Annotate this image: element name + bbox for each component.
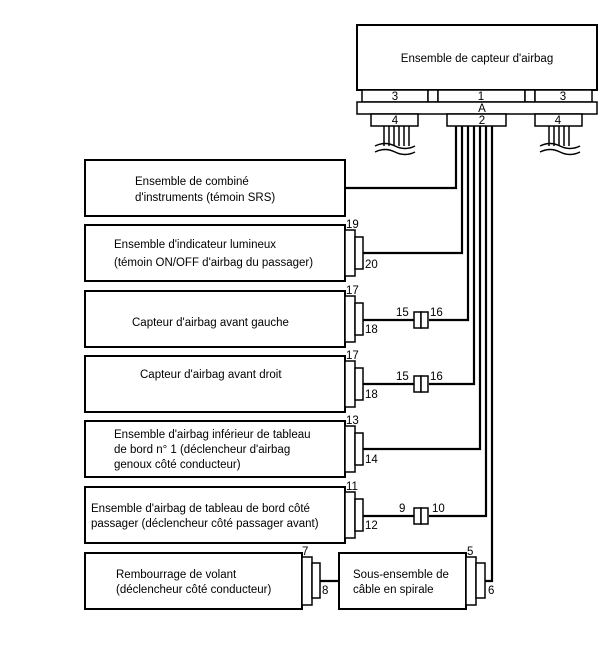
pin-label: 20 [365, 259, 378, 271]
harness-wires [319, 126, 494, 583]
spiral-cable-sub-assembly: Sous-ensemble de câble en spirale 5 6 [338, 546, 494, 610]
pin-label: 19 [346, 219, 359, 231]
label-line: câble en spirale [353, 584, 434, 596]
front-left-sensor: Capteur d'airbag avant gauche 17 18 15 1… [84, 285, 443, 348]
pin-label: 6 [488, 585, 494, 597]
airbag-sensor-label: Ensemble de capteur d'airbag [401, 53, 553, 65]
label-line: Rembourrage de volant [116, 569, 237, 581]
label-line: (témoin ON/OFF d'airbag du passager) [114, 257, 313, 269]
label-line: Sous-ensemble de [353, 569, 449, 581]
pin-label: 16 [430, 307, 443, 319]
pin-label: 15 [396, 371, 409, 383]
cut-wires-right [539, 126, 581, 156]
pin-label: 18 [365, 324, 378, 336]
label-line: de bord n° 1 (déclencheur d'airbag [114, 444, 290, 456]
label-line: Capteur d'airbag avant gauche [132, 317, 289, 329]
pin-label: 14 [365, 454, 378, 466]
pin-label: 5 [467, 546, 473, 558]
pin-label: 15 [396, 307, 409, 319]
label-line: genoux côté conducteur) [114, 459, 241, 471]
connector-a: A [478, 103, 486, 115]
label-line: Capteur d'airbag avant droit [140, 369, 282, 381]
pin-label: 10 [432, 503, 445, 515]
pin-label: 9 [399, 503, 405, 515]
connector-3-left: 3 [392, 91, 398, 103]
pin-label: 11 [346, 481, 358, 493]
pin-label: 8 [322, 585, 328, 597]
connector-4-left: 4 [392, 115, 399, 127]
steering-wheel-pad: Rembourrage de volant (déclencheur côté … [84, 546, 328, 610]
knee-airbag-assembly: Ensemble d'airbag inférieur de tableau d… [84, 415, 378, 478]
airbag-sensor-assembly: Ensemble de capteur d'airbag 3 1 3 A 4 2… [356, 24, 598, 156]
pin-label: 13 [346, 415, 359, 427]
connector-1: 1 [478, 91, 484, 103]
label-line: (déclencheur côté conducteur) [116, 584, 272, 596]
pin-label: 16 [430, 371, 443, 383]
front-right-sensor: Capteur d'airbag avant droit 17 18 15 16 [84, 350, 443, 413]
label-line: passager (déclencheur côté passager avan… [91, 518, 319, 530]
connector-2: 2 [479, 115, 485, 127]
passenger-airbag-assembly: Ensemble d'airbag de tableau de bord côt… [84, 481, 445, 544]
cut-wires-left [374, 126, 416, 156]
pin-label: 7 [302, 546, 308, 558]
label-line: Ensemble d'airbag de tableau de bord côt… [91, 503, 310, 515]
label-line: Ensemble d'indicateur lumineux [114, 239, 276, 251]
instrument-cluster: Ensemble de combiné d'instruments (témoi… [84, 159, 346, 217]
pin-label: 17 [346, 285, 359, 297]
indicator-light-assembly: Ensemble d'indicateur lumineux (témoin O… [84, 219, 378, 282]
pin-label: 18 [365, 389, 378, 401]
pin-label: 12 [365, 520, 378, 532]
label-line: Ensemble de combiné [135, 176, 249, 188]
pin-label: 17 [346, 350, 359, 362]
label-line: Ensemble d'airbag inférieur de tableau [114, 429, 311, 441]
connector-3-right: 3 [560, 91, 566, 103]
connector-4-right: 4 [555, 115, 562, 127]
label-line: d'instruments (témoin SRS) [135, 192, 275, 204]
